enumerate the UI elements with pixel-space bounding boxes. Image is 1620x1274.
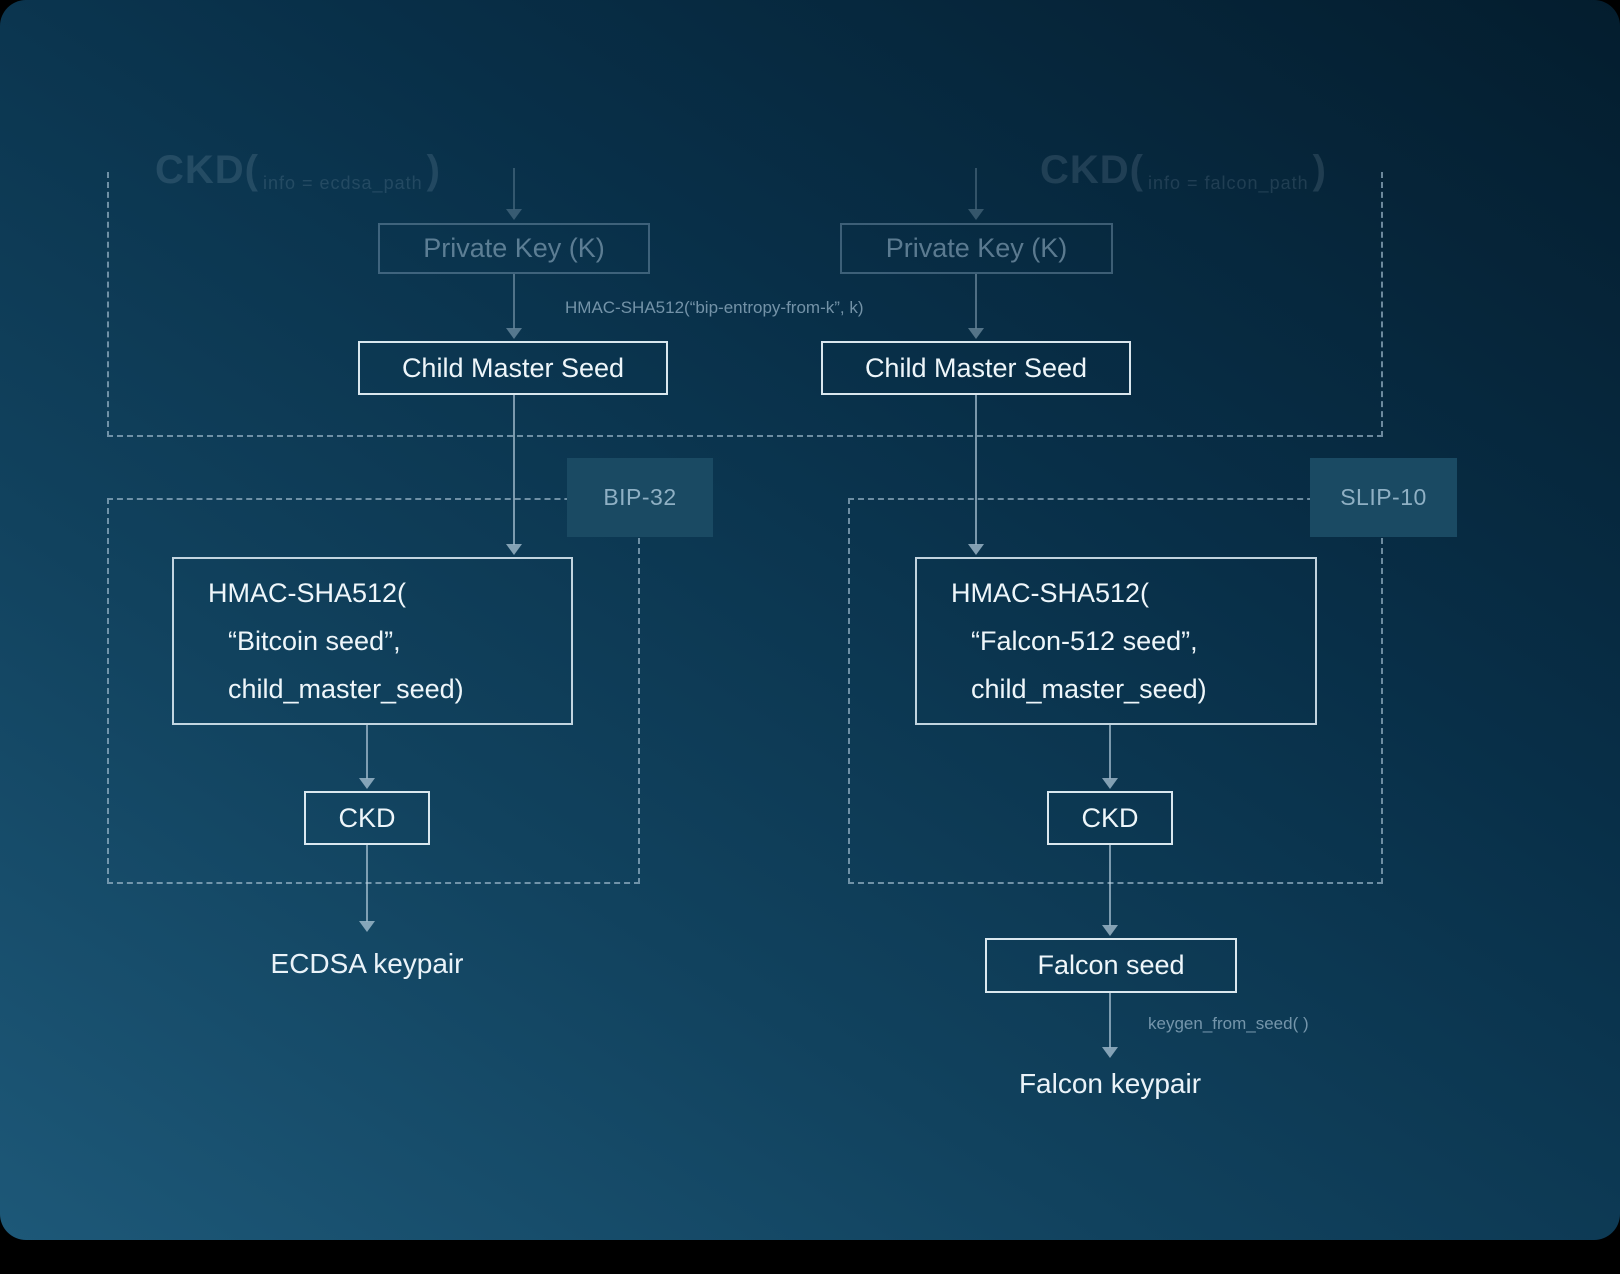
hmac-box-right: HMAC-SHA512( “Falcon-512 seed”, child_ma… <box>915 557 1317 725</box>
hmac-box-right-line2: “Falcon-512 seed”, <box>971 626 1198 656</box>
arrow-line <box>1109 725 1111 779</box>
arrow-ckd-to-ecdsa-keypair <box>359 845 375 932</box>
arrow-line <box>1109 845 1111 926</box>
arrow-formula-to-private-key-right <box>968 168 984 220</box>
child-master-seed-box-right: Child Master Seed <box>821 341 1131 395</box>
arrow-falcon-seed-to-keypair <box>1102 993 1118 1058</box>
arrow-line <box>1109 993 1111 1048</box>
arrowhead-icon <box>968 209 984 220</box>
falcon-seed-label: Falcon seed <box>1037 950 1185 980</box>
hmac-box-left-line2: “Bitcoin seed”, <box>228 626 401 656</box>
ckd-label-right: CKD <box>1081 802 1139 833</box>
arrowhead-icon <box>1102 925 1118 936</box>
ckd-formula-left-sub: info = ecdsa_path <box>262 173 423 193</box>
ckd-formula-right-prefix: CKD( <box>1040 148 1144 192</box>
arrow-line <box>366 725 368 779</box>
falcon-keypair-label: Falcon keypair <box>1018 1068 1202 1099</box>
dashed-region-top <box>107 172 1383 437</box>
arrow-line <box>366 845 368 922</box>
arrow-line <box>975 395 977 545</box>
arrow-private-key-to-cms-right <box>968 274 984 339</box>
arrow-private-key-to-cms-left <box>506 274 522 339</box>
ckd-formula-right-sub: info = falcon_path <box>1147 173 1309 193</box>
arrowhead-icon <box>359 778 375 789</box>
dashed-region-bip32 <box>107 498 640 884</box>
ckd-formula-left-prefix: CKD( <box>155 148 259 192</box>
ckd-box-left: CKD <box>304 791 430 845</box>
arrowhead-icon <box>506 328 522 339</box>
hmac-box-left: HMAC-SHA512( “Bitcoin seed”, child_maste… <box>172 557 573 725</box>
dashed-region-slip10 <box>848 498 1383 884</box>
hmac-box-left-line1: HMAC-SHA512( <box>208 578 407 608</box>
arrow-ckd-to-falcon-seed <box>1102 845 1118 936</box>
arrow-line <box>513 168 515 210</box>
private-key-label-left: Private Key (K) <box>423 233 605 263</box>
hmac-box-left-line3: child_master_seed) <box>228 674 464 704</box>
private-key-box-left: Private Key (K) <box>378 223 650 274</box>
ckd-formula-right-suffix: ) <box>1312 148 1327 192</box>
arrow-line <box>975 168 977 210</box>
hmac-edge-label: HMAC-SHA512(“bip-entropy-from-k”, k) <box>565 298 864 317</box>
hmac-box-right-line1: HMAC-SHA512( <box>951 578 1150 608</box>
arrowhead-icon <box>506 544 522 555</box>
arrow-hmac-to-ckd-right <box>1102 725 1118 789</box>
slip10-badge: SLIP-10 <box>1310 458 1457 537</box>
child-master-seed-label-left: Child Master Seed <box>401 352 625 383</box>
ckd-formula-left: CKD(info = ecdsa_path) <box>155 148 441 193</box>
private-key-label-right: Private Key (K) <box>885 233 1068 263</box>
bip32-badge: BIP-32 <box>567 458 713 537</box>
ckd-label-left: CKD <box>338 802 396 833</box>
arrowhead-icon <box>968 328 984 339</box>
arrow-line <box>513 274 515 329</box>
arrow-formula-to-private-key-left <box>506 168 522 220</box>
hmac-box-right-line3: child_master_seed) <box>971 674 1207 704</box>
arrowhead-icon <box>1102 1047 1118 1058</box>
ckd-formula-left-suffix: ) <box>426 148 441 192</box>
bip32-badge-label: BIP-32 <box>603 484 677 510</box>
ckd-formula-right: CKD(info = falcon_path) <box>1040 148 1327 193</box>
arrowhead-icon <box>1102 778 1118 789</box>
arrow-line <box>975 274 977 329</box>
arrowhead-icon <box>359 921 375 932</box>
diagram-card: BIP-32 SLIP-10 CKD(info = ecdsa_path) CK… <box>0 0 1620 1240</box>
falcon-seed-box: Falcon seed <box>985 938 1237 993</box>
keygen-edge-label: keygen_from_seed( ) <box>1148 1014 1309 1033</box>
arrow-cms-to-hmac-right <box>968 395 984 555</box>
arrow-cms-to-hmac-left <box>506 395 522 555</box>
child-master-seed-label-right: Child Master Seed <box>864 352 1088 383</box>
arrow-line <box>513 395 515 545</box>
ckd-box-right: CKD <box>1047 791 1173 845</box>
child-master-seed-box-left: Child Master Seed <box>358 341 668 395</box>
private-key-box-right: Private Key (K) <box>840 223 1113 274</box>
arrowhead-icon <box>968 544 984 555</box>
ecdsa-keypair-label: ECDSA keypair <box>270 948 464 979</box>
arrowhead-icon <box>506 209 522 220</box>
arrow-hmac-to-ckd-left <box>359 725 375 789</box>
slip10-badge-label: SLIP-10 <box>1340 484 1427 510</box>
